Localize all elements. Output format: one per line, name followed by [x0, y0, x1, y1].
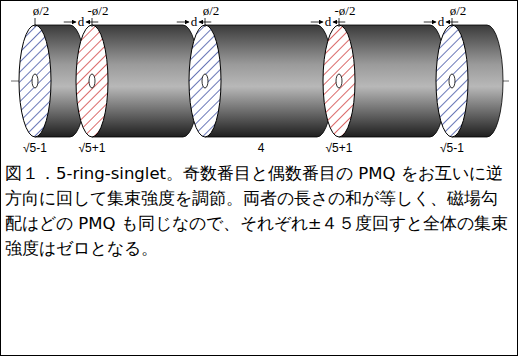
pmq-face [76, 25, 108, 137]
angle-label: -ø/2 [88, 4, 109, 17]
bore-hole [202, 74, 208, 88]
gap-label: d [325, 15, 332, 28]
bore-hole [336, 74, 342, 88]
angle-label: -ø/2 [335, 4, 356, 17]
leader-line [35, 18, 36, 27]
angle-label: ø/2 [203, 4, 220, 17]
gap-label: d [438, 15, 445, 28]
pmq-face [436, 25, 468, 137]
gap-arrow [177, 22, 189, 23]
angle-label: ø/2 [450, 4, 467, 17]
gap-arrow [424, 22, 436, 23]
gap-arrow [333, 22, 345, 23]
bore-hole [449, 74, 455, 88]
gap-arrow [199, 22, 211, 23]
figure-caption: 図１．5-ring-singlet。奇数番目と偶数番目の PMQ をお互いに逆方… [5, 161, 511, 261]
gap-label: d [191, 15, 198, 28]
leader-line [205, 18, 206, 27]
length-label: √5-1 [23, 142, 47, 154]
leader-line [339, 18, 340, 27]
leader-line [92, 18, 93, 27]
pmq-body [205, 25, 333, 137]
angle-label: ø/2 [33, 4, 50, 17]
gap-arrow [86, 22, 98, 23]
pmq-face [189, 25, 221, 137]
length-label: √5-1 [440, 142, 464, 154]
length-label: √5+1 [326, 142, 353, 154]
length-label: 4 [258, 142, 265, 154]
bore-hole [32, 74, 38, 88]
leader-line [452, 18, 453, 27]
gap-arrow [64, 22, 76, 23]
pmq-face [323, 25, 355, 137]
gap-arrow [311, 22, 323, 23]
gap-arrow [446, 22, 458, 23]
bore-hole [89, 74, 95, 88]
gap-label: d [78, 15, 85, 28]
pmq-face [19, 25, 51, 137]
length-label: √5+1 [79, 142, 106, 154]
